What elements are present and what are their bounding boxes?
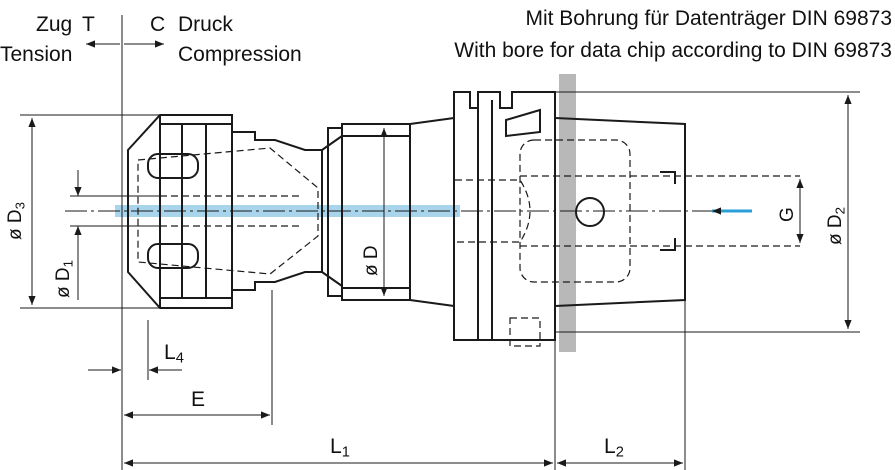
dim-l4-prefix: L — [164, 341, 176, 364]
dim-d3-label: ø D3 — [5, 201, 28, 240]
data-chip-bar — [559, 74, 576, 352]
flange — [453, 91, 556, 341]
dim-l2-prefix: L — [604, 435, 616, 458]
dim-d1-prefix: ø D — [53, 267, 74, 298]
dim-d2-prefix: ø D — [825, 214, 846, 245]
dim-d2-label: ø D2 — [825, 206, 848, 245]
dim-l4-label: L4 — [164, 342, 184, 366]
dim-d1-sub: 1 — [60, 259, 76, 268]
taper-shank — [554, 117, 686, 307]
dim-l2-label: L2 — [604, 436, 624, 460]
dim-l1-sub: 1 — [341, 444, 350, 461]
flange-hidden — [455, 179, 541, 347]
title-german: Mit Bohrung für Datenträger DIN 69873 — [525, 7, 892, 30]
collet-hidden — [137, 147, 319, 275]
dim-d3-prefix: ø D — [5, 209, 26, 240]
neck — [232, 131, 343, 291]
dim-l1-prefix: L — [330, 435, 342, 458]
dim-e-label: E — [191, 388, 206, 411]
legend-druck: Druck — [178, 13, 233, 36]
dim-l2-sub: 2 — [615, 444, 624, 461]
dim-l1-label: L1 — [330, 436, 350, 460]
spindle-body — [327, 117, 455, 307]
legend-tension: Tension — [0, 43, 73, 66]
coolant-channel — [115, 205, 460, 217]
dim-l4-sub: 4 — [175, 350, 184, 367]
legend-t: T — [82, 13, 95, 36]
dim-d3-sub: 3 — [12, 201, 28, 210]
legend-zug: Zug — [36, 13, 73, 36]
dim-d-label: ø D — [361, 245, 382, 276]
dim-d2-sub: 2 — [832, 206, 848, 215]
legend-c: C — [150, 13, 166, 36]
taper-hidden — [519, 139, 800, 283]
title-english: With bore for data chip according to DIN… — [454, 39, 892, 62]
dim-g-label: G — [777, 207, 798, 222]
legend-compression: Compression — [178, 43, 302, 66]
dimension-lines — [20, 15, 860, 470]
dim-d1-label: ø D1 — [53, 259, 76, 298]
data-chip-bore — [575, 197, 605, 227]
